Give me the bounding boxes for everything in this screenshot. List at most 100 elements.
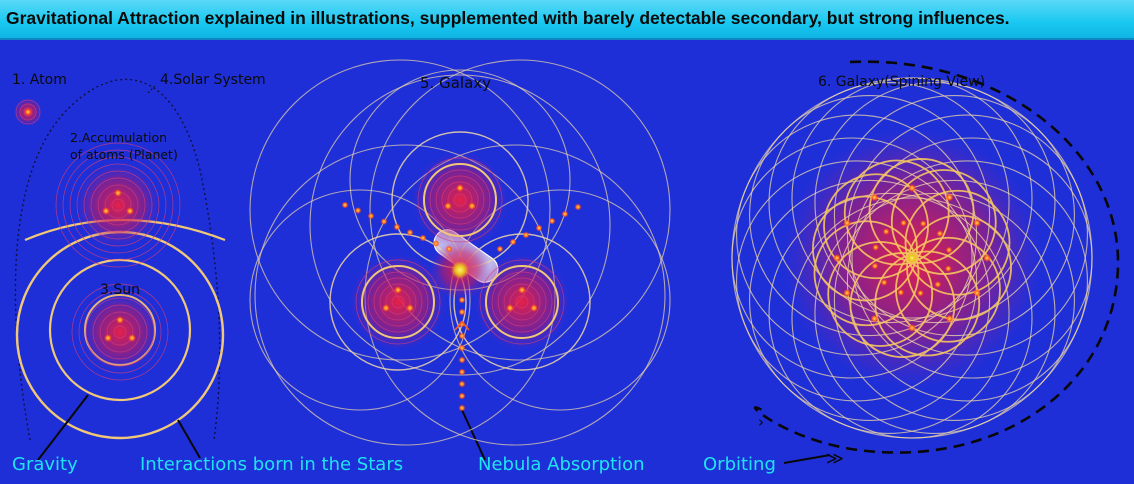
galaxy-field-ring xyxy=(309,74,611,376)
spiral-arm-dot xyxy=(509,238,517,246)
spinning-star xyxy=(843,289,852,297)
spinning-star xyxy=(870,193,879,202)
planet-field-ring xyxy=(62,149,174,261)
spinning-star xyxy=(945,246,953,254)
star-system-star xyxy=(406,304,414,312)
spiral-arm-dot xyxy=(548,217,556,225)
caption-orbiting: Orbiting xyxy=(703,454,776,475)
star-system-star xyxy=(394,286,402,294)
star-system-star xyxy=(382,304,390,312)
galaxy-field-ring xyxy=(369,59,671,361)
spiral-arm-dot xyxy=(561,210,569,218)
spiral-arm-dot xyxy=(393,223,401,231)
spiral-arm-dot xyxy=(458,296,466,304)
star-system-star xyxy=(468,202,476,210)
star-system-star xyxy=(518,286,526,294)
spinning-orbit-ring xyxy=(736,160,978,402)
spinning-star xyxy=(833,254,841,262)
star-system-star xyxy=(530,304,538,312)
spinning-inner-ring xyxy=(812,195,918,302)
star-system-field-ring xyxy=(429,169,491,231)
star-system-halo xyxy=(329,233,467,371)
spinning-star xyxy=(972,219,981,227)
spinning-orbit-ring xyxy=(833,95,1075,337)
spinning-star xyxy=(882,228,890,236)
spinning-star xyxy=(880,278,888,286)
arm-chevron xyxy=(454,320,470,331)
sun-atom xyxy=(104,334,112,342)
spinning-orbit-ring xyxy=(736,114,978,356)
spinning-star xyxy=(872,243,880,251)
spiral-arm-dot xyxy=(367,212,375,220)
star-system-star xyxy=(506,304,514,312)
sun-field-ring xyxy=(78,290,162,374)
sun-field-ring xyxy=(113,325,127,339)
spinning-orbit-ring xyxy=(846,114,1088,356)
galaxy-field-ring xyxy=(449,189,671,411)
galaxy-field-ring xyxy=(249,59,551,361)
spinning-star xyxy=(900,219,908,227)
atom-ring xyxy=(15,99,41,125)
spiral-arm-dot xyxy=(574,203,582,211)
star-system-orbit xyxy=(423,163,497,237)
spinning-star xyxy=(908,184,916,192)
spinning-inner-ring xyxy=(813,220,920,327)
planet-field-ring xyxy=(76,163,160,247)
star-system-glow xyxy=(350,254,446,350)
star-system-field-ring xyxy=(391,295,405,309)
spiral-arm-dot xyxy=(380,218,388,225)
spiral-arm-dot xyxy=(458,332,466,340)
caption-nebula-absorption: Nebula Absorption xyxy=(478,454,645,475)
sun-field-ring xyxy=(99,311,141,353)
star-system-field-ring xyxy=(479,259,565,345)
spiral-arm-dot xyxy=(458,404,466,412)
label-atom: 1. Atom xyxy=(12,72,67,88)
spinning-orbit-ring xyxy=(749,179,991,421)
spiral-arm-dot xyxy=(458,392,466,400)
spinning-orbit-ring xyxy=(833,179,1075,421)
planet-field-ring xyxy=(90,177,146,233)
label-galaxy-spinning: 6. Galaxy(Spining View) xyxy=(818,74,986,90)
spinning-inner-ring xyxy=(890,169,997,275)
galaxy-core xyxy=(451,261,469,279)
label-accumulation-line1: 2.Accumulation xyxy=(70,130,168,145)
spinning-star xyxy=(871,262,879,270)
star-system-glow xyxy=(412,152,508,248)
solar-system-pointer xyxy=(147,85,156,94)
spiral-arm-dot xyxy=(535,224,543,232)
label-galaxy: 5. Galaxy xyxy=(420,74,492,92)
spinning-inner-ring xyxy=(874,250,981,357)
spinning-star xyxy=(945,314,954,323)
star-system-field-ring xyxy=(515,295,529,309)
spiral-arm-dot xyxy=(419,234,427,242)
star-system-field-ring xyxy=(379,283,417,321)
spiral-arm-dot xyxy=(522,231,530,239)
star-system-field-ring xyxy=(435,175,485,225)
spinning-outer-ring xyxy=(731,77,1093,439)
orbit-marker-left: › xyxy=(758,413,764,431)
spiral-arm-dot xyxy=(458,308,466,316)
atom-nucleus xyxy=(24,108,32,116)
caption-gravity: Gravity xyxy=(12,454,78,475)
planet-field-ring xyxy=(55,142,181,268)
nebula-pointer xyxy=(461,409,486,461)
spinning-orbit-ring xyxy=(768,82,1010,324)
label-sun: 3.Sun xyxy=(100,282,140,298)
spinning-inner-ring xyxy=(904,189,1011,296)
star-system-field-ring xyxy=(355,259,441,345)
planet-field-ring xyxy=(83,170,153,240)
planet-field-ring xyxy=(97,184,139,226)
spinning-orbit-ring xyxy=(814,82,1056,324)
spinning-star xyxy=(919,220,927,228)
galaxy-field-ring xyxy=(249,189,471,411)
star-system-field-ring xyxy=(373,277,423,327)
label-solar-system: 4.Solar System xyxy=(160,72,266,88)
sun-atom xyxy=(116,316,124,324)
spinning-star xyxy=(897,288,905,296)
spinning-orbit-ring xyxy=(814,192,1056,434)
orbiting-arrow xyxy=(783,454,831,464)
spinning-star xyxy=(870,314,879,323)
star-system-star xyxy=(456,184,464,192)
spinning-orbit-ring xyxy=(846,160,1088,402)
